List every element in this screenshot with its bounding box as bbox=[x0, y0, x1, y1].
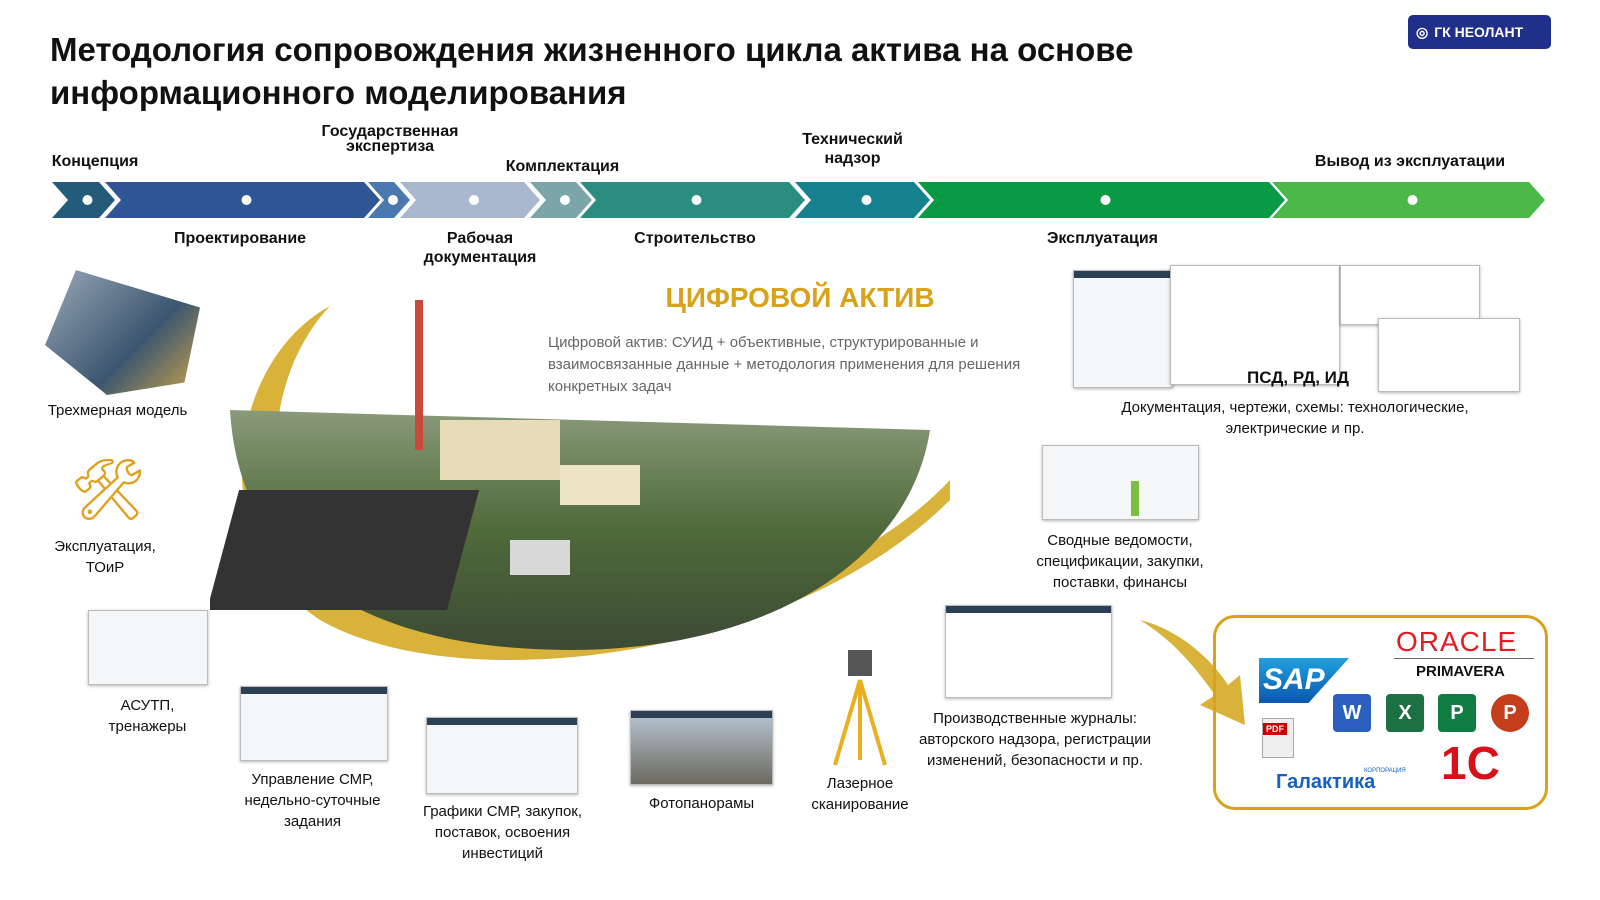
docs-label: ПСД, РД, ИД bbox=[1247, 368, 1349, 387]
phase-procurement: Комплектация bbox=[505, 158, 620, 175]
logo-text: ГК НЕОЛАНТ bbox=[1434, 24, 1524, 40]
pdf-icon: PDF bbox=[1262, 718, 1294, 758]
logo-icon: ◎ bbox=[1416, 23, 1429, 40]
galaktika-logo: Галактика bbox=[1276, 771, 1376, 793]
timeline-dot bbox=[82, 195, 93, 205]
caption-laser-scanning: Лазерное сканирование bbox=[811, 775, 909, 813]
caption-schedules: Графики СМР, закупок, поставок, освоения… bbox=[422, 803, 583, 862]
pdf-label: PDF bbox=[1263, 723, 1287, 735]
excel-icon: X bbox=[1386, 694, 1424, 732]
word-icon: W bbox=[1333, 694, 1371, 732]
phase-concept: Концепция bbox=[51, 153, 139, 170]
tools-icon: 🛠 bbox=[70, 456, 147, 523]
digital-asset-title: ЦИФРОВОЙ АКТИВ bbox=[665, 282, 935, 313]
digital-asset-description: Цифровой актив: СУИД + объективные, стру… bbox=[548, 334, 1021, 395]
timeline-dot bbox=[1100, 195, 1111, 205]
timeline-dot bbox=[469, 195, 479, 205]
construction-mgmt-screenshot bbox=[240, 686, 388, 761]
phase-decommission: Вывод из эксплуатации bbox=[1314, 153, 1506, 170]
drawing-screenshot-1 bbox=[1073, 270, 1173, 388]
caption-maintenance: Эксплуатация, ТОиР bbox=[54, 538, 156, 576]
caption-3d-model: Трехмерная модель bbox=[47, 402, 188, 419]
powerpoint-icon: P bbox=[1491, 694, 1529, 732]
journals-screenshot bbox=[945, 605, 1112, 698]
primavera-logo: PRIMAVERA bbox=[1416, 663, 1505, 680]
3d-model-image bbox=[45, 270, 200, 395]
digital-asset-3d-scene bbox=[210, 300, 951, 660]
page-title: Методология сопровождения жизненного цик… bbox=[50, 31, 1134, 111]
phase-expertise: Государственная экспертиза bbox=[321, 123, 459, 155]
summary-report-screenshot bbox=[1042, 445, 1199, 520]
project-icon: P bbox=[1438, 694, 1476, 732]
1c-logo: 1С bbox=[1441, 737, 1500, 789]
phase-design: Проектирование bbox=[173, 230, 307, 247]
timeline-dot bbox=[1407, 195, 1418, 205]
oracle-logo: ORACLE bbox=[1396, 626, 1518, 657]
caption-construction-mgmt: Управление СМР, недельно-суточные задани… bbox=[244, 771, 381, 830]
arrow-icon bbox=[1140, 620, 1245, 725]
timeline-dot bbox=[241, 195, 252, 205]
company-logo: ◎ ГК НЕОЛАНТ bbox=[1408, 15, 1551, 49]
schedules-screenshot bbox=[426, 717, 578, 794]
caption-scada: АСУТП, тренажеры bbox=[108, 697, 187, 735]
caption-photo-panoramas: Фотопанорамы bbox=[648, 795, 755, 812]
laser-scanner-icon bbox=[833, 650, 887, 766]
drawing-screenshot-3 bbox=[1340, 265, 1480, 325]
caption-documentation: Документация, чертежи, схемы: технологич… bbox=[1121, 399, 1469, 437]
lifecycle-timeline bbox=[52, 182, 1545, 218]
phase-construction: Строительство bbox=[634, 230, 756, 247]
corporation-label: КОРПОРАЦИЯ bbox=[1364, 768, 1406, 774]
phase-working-docs: Рабочая документация bbox=[423, 230, 537, 266]
timeline-dot bbox=[560, 195, 570, 205]
timeline-dot bbox=[691, 195, 702, 205]
caption-journals: Производственные журналы: авторского над… bbox=[919, 710, 1151, 769]
software-integrations-panel: ORACLE PRIMAVERA SAP PDF W X P P КОРПОРА… bbox=[1213, 615, 1548, 810]
phase-supervision: Технический надзор bbox=[802, 131, 903, 167]
scada-screenshot bbox=[88, 610, 208, 685]
timeline-dot bbox=[388, 195, 398, 205]
photo-panorama-screenshot bbox=[630, 710, 773, 785]
drawing-screenshot-4 bbox=[1378, 318, 1520, 392]
phase-operation: Эксплуатация bbox=[1046, 230, 1159, 247]
timeline-dot bbox=[861, 195, 872, 205]
drawing-screenshot-2 bbox=[1170, 265, 1340, 385]
caption-summary: Сводные ведомости, спецификации, закупки… bbox=[1036, 532, 1204, 591]
